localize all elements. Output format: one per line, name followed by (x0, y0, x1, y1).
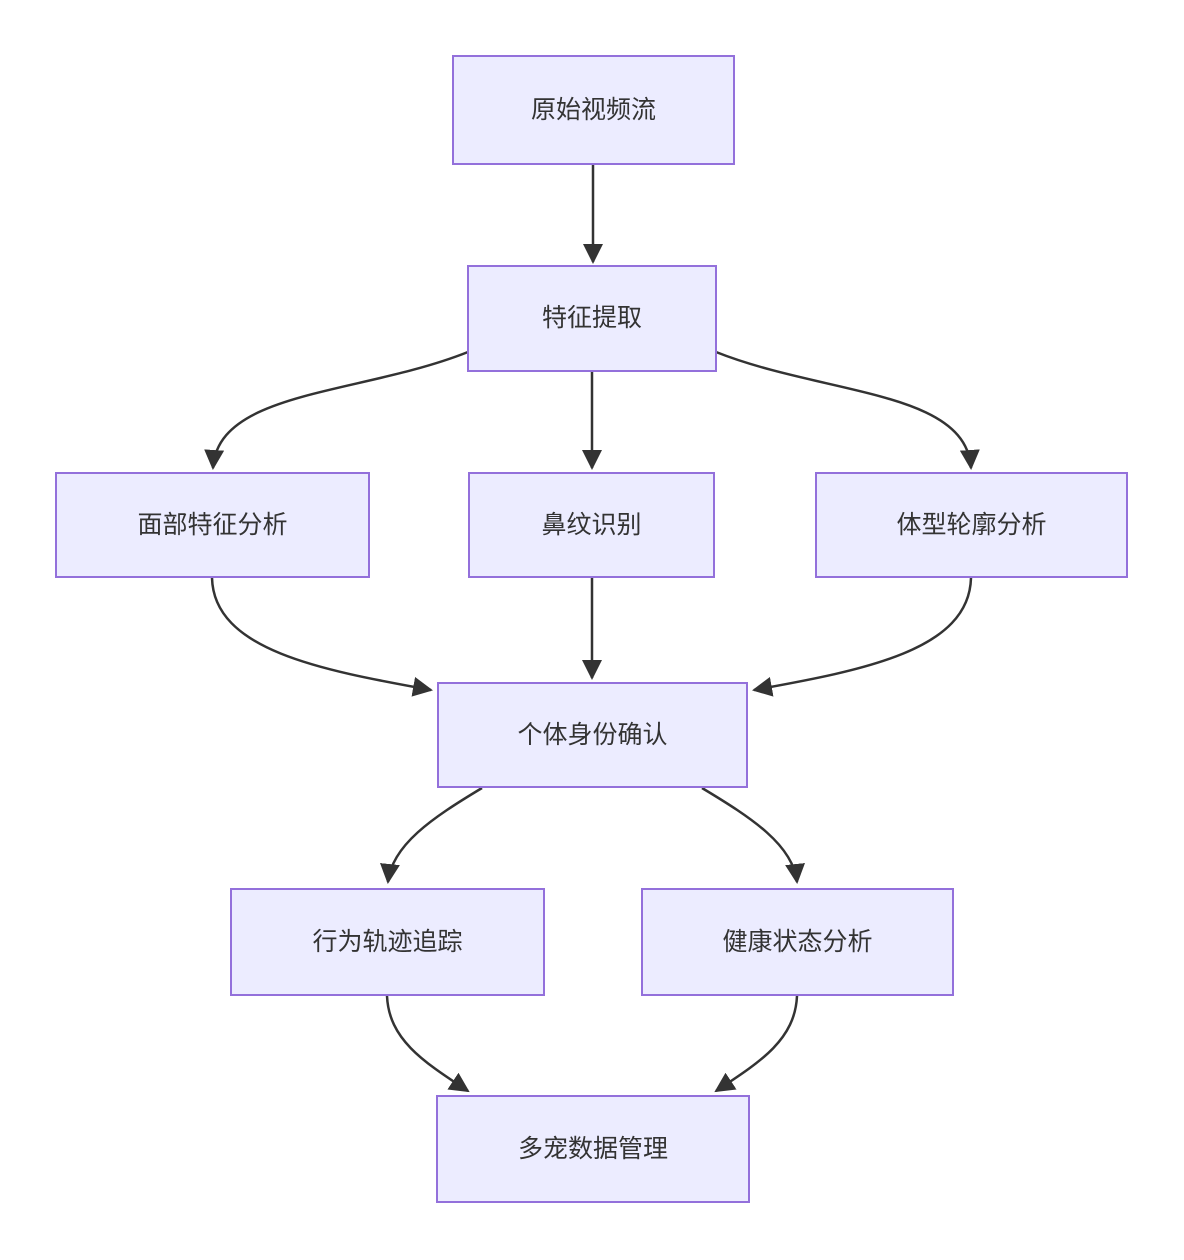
node-label: 健康状态分析 (722, 927, 873, 956)
node-health-status-analysis: 健康状态分析 (641, 888, 954, 996)
node-label: 面部特征分析 (137, 510, 288, 539)
node-body-contour-analysis: 体型轮廓分析 (815, 472, 1128, 578)
edge-identity-to-health (701, 786, 805, 884)
edge-feature-to-facial (204, 350, 469, 470)
node-raw-video-stream: 原始视频流 (452, 55, 735, 165)
node-label: 行为轨迹追踪 (312, 927, 463, 956)
edge-health-to-data-management (714, 995, 799, 1093)
node-label: 多宠数据管理 (517, 1134, 668, 1163)
node-feature-extraction: 特征提取 (467, 265, 717, 372)
edge-identity-to-behavior (380, 786, 483, 884)
edge-body-contour-to-identity (752, 577, 973, 697)
node-label: 鼻纹识别 (541, 510, 642, 539)
node-label: 特征提取 (541, 304, 642, 332)
node-label: 原始视频流 (530, 95, 656, 124)
node-label: 个体身份确认 (517, 720, 668, 749)
node-individual-identity-confirmation: 个体身份确认 (437, 682, 748, 788)
node-facial-feature-analysis: 面部特征分析 (55, 472, 370, 578)
node-nose-print-recognition: 鼻纹识别 (468, 472, 715, 578)
edge-facial-to-identity (210, 577, 433, 697)
edge-behavior-to-data-management (385, 995, 470, 1093)
node-behavior-trajectory-tracking: 行为轨迹追踪 (230, 888, 545, 996)
edge-feature-to-body-contour (715, 350, 980, 470)
node-label: 体型轮廓分析 (896, 510, 1047, 539)
node-multi-pet-data-management: 多宠数据管理 (436, 1095, 750, 1203)
